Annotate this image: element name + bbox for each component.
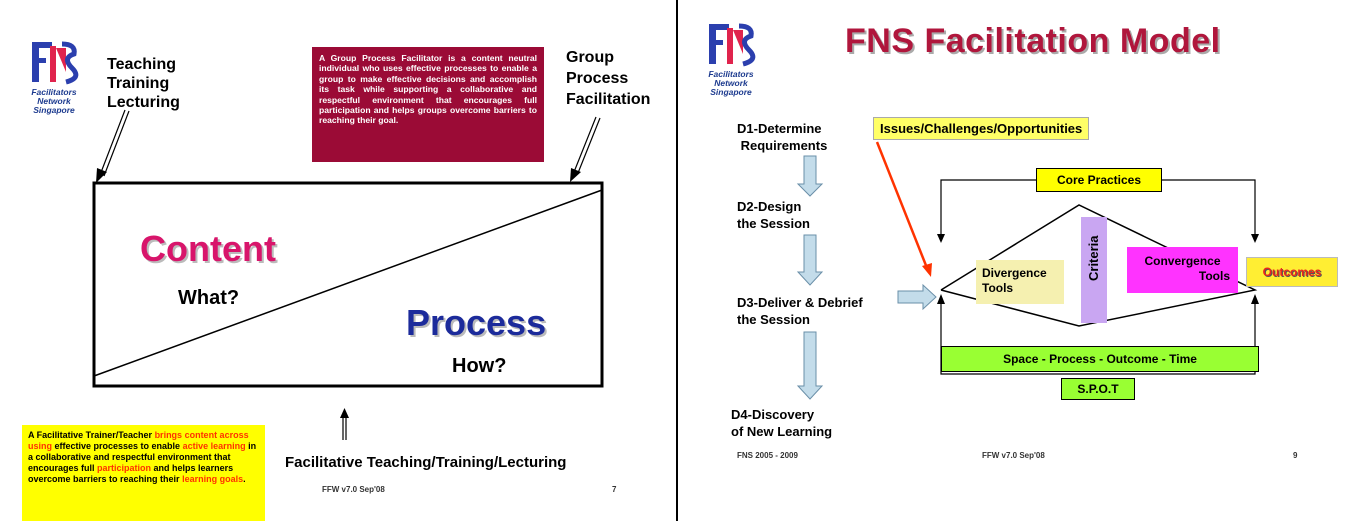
fns-logo-icon bbox=[32, 41, 79, 85]
logo-line-2: Network bbox=[37, 96, 71, 106]
slide-left: Facilitators Network Singapore Teaching … bbox=[22, 0, 678, 521]
convergence-tools-box: Convergence Tools bbox=[1127, 247, 1238, 293]
slide-title: FNS Facilitation Model bbox=[845, 22, 1221, 60]
step-d3: D3-Deliver & Debrief the Session bbox=[737, 295, 863, 327]
diamond-outline bbox=[940, 204, 1258, 327]
footer-copyright: FNS 2005 - 2009 bbox=[737, 451, 798, 460]
training-line: Training bbox=[107, 75, 170, 92]
logo-line-1: Facilitators bbox=[708, 69, 754, 79]
arrow-line-right bbox=[573, 116, 597, 173]
logo-line-3: Singapore bbox=[710, 87, 752, 97]
diagram-diagonal bbox=[93, 189, 603, 377]
facilitation-line: Facilitation bbox=[566, 91, 651, 108]
spot-loop bbox=[940, 300, 1256, 375]
divergence-tools-box: Divergence Tools bbox=[976, 260, 1064, 304]
arrow-head-right bbox=[570, 168, 581, 182]
diagram-frame bbox=[92, 181, 604, 388]
content-process-diagram bbox=[92, 109, 604, 440]
facilitation-model-diagram bbox=[796, 141, 1259, 400]
issues-arrow bbox=[875, 141, 929, 269]
step-arrows bbox=[796, 155, 937, 400]
group-process-title: Group Process Facilitation bbox=[566, 47, 650, 110]
down-arrow-1 bbox=[796, 155, 824, 197]
logo-line-2: Network bbox=[714, 78, 748, 88]
step-d1: D1-Determine Requirements bbox=[737, 121, 828, 153]
core-practices-box: Core Practices bbox=[1036, 168, 1162, 192]
facilitative-teaching-label: Facilitative Teaching/Training/Lecturing bbox=[285, 454, 567, 471]
step-d2: D2-Design the Session bbox=[737, 199, 810, 231]
teaching-title: Teaching Training Lecturing bbox=[107, 55, 180, 112]
lecturing-line: Lecturing bbox=[107, 94, 180, 111]
down-arrow-3 bbox=[796, 331, 824, 400]
facilitator-definition-box: A Group Process Facilitator is a content… bbox=[312, 47, 544, 162]
process-heading: Process bbox=[406, 302, 547, 343]
fns-logo-icon bbox=[709, 23, 756, 67]
teaching-line: Teaching bbox=[107, 56, 177, 73]
content-question: What? bbox=[178, 287, 240, 309]
fns-logo: Facilitators Network Singapore bbox=[699, 22, 763, 104]
right-arrow bbox=[897, 283, 937, 311]
outcomes-box: Outcomes bbox=[1246, 257, 1338, 287]
footer-version: FFW v7.0 Sep'08 bbox=[982, 451, 1045, 460]
page-number: 9 bbox=[1293, 451, 1298, 460]
process-question: How? bbox=[452, 355, 507, 377]
logo-line-1: Facilitators bbox=[31, 87, 77, 97]
arrow-line-left bbox=[99, 109, 126, 176]
content-heading: Content bbox=[140, 228, 276, 269]
facilitative-trainer-box: A Facilitative Trainer/Teacher brings co… bbox=[22, 425, 265, 521]
page-number: 7 bbox=[612, 485, 617, 494]
fns-logo: Facilitators Network Singapore bbox=[22, 40, 86, 122]
down-arrow-2 bbox=[796, 234, 824, 286]
issues-label: Issues/Challenges/Opportunities bbox=[873, 117, 1090, 140]
logo-line-3: Singapore bbox=[33, 105, 75, 115]
footer-version: FFW v7.0 Sep'08 bbox=[322, 485, 385, 494]
spot-label: S.P.O.T bbox=[1061, 378, 1135, 400]
criteria-label: Criteria bbox=[1086, 235, 1101, 281]
criteria-box: Criteria bbox=[1081, 217, 1107, 323]
arrow-head-left bbox=[96, 168, 107, 183]
step-d4: D4-Discovery of New Learning bbox=[731, 407, 833, 439]
group-line: Group bbox=[566, 49, 614, 66]
process-line: Process bbox=[566, 70, 629, 87]
spot-bar: Space - Process - Outcome - Time bbox=[941, 346, 1259, 372]
slide-right: Facilitators Network Singapore FNS Facil… bbox=[679, 0, 1356, 521]
